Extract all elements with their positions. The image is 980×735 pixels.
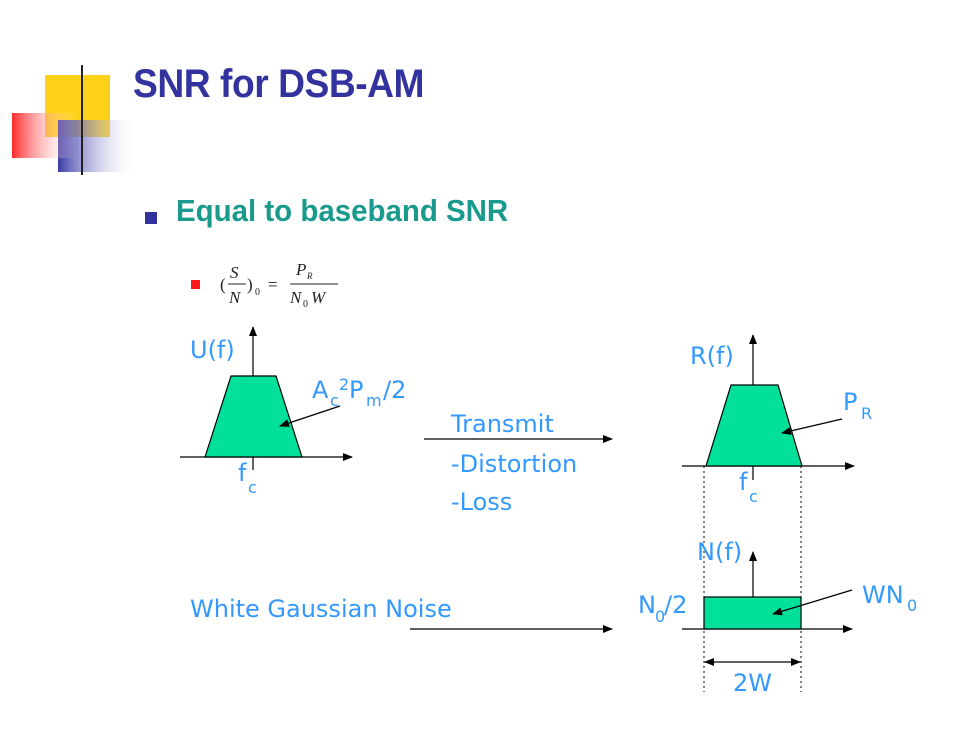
transmit-label: Transmit (450, 410, 554, 438)
bandwidth-label: 2W (733, 669, 772, 697)
n0-sub: 0 (655, 607, 665, 626)
eq-left-num: S (230, 263, 239, 282)
uf-area-c: c (330, 391, 339, 410)
uf-area-pointer (279, 405, 341, 427)
n0-label: N (638, 591, 656, 619)
wn0-sub: 0 (907, 596, 917, 615)
eq-equals: = (268, 275, 278, 294)
eq-right-den: N (289, 288, 303, 307)
n0-tail: /2 (664, 591, 687, 619)
eq-left-sub: 0 (255, 287, 260, 298)
uf-area-m: m (366, 391, 382, 410)
eq-right-num-sub: R (306, 271, 313, 281)
eq-left-den: N (228, 288, 242, 307)
loss-label: -Loss (451, 488, 512, 516)
pr-pointer (781, 418, 843, 435)
uf-fc: f (238, 459, 247, 487)
sub-bullet-marker (191, 280, 200, 289)
page-title: SNR for DSB-AM (133, 62, 425, 106)
uf-label: U(f) (190, 336, 235, 364)
uf-spectrum-shape (204, 375, 303, 458)
uf-area-tail: /2 (383, 376, 406, 404)
bullet-marker (145, 212, 157, 224)
uf-fc-sub: c (248, 478, 257, 497)
rf-spectrum-shape (705, 384, 803, 467)
uf-area-sup: 2 (339, 375, 349, 394)
wn0-label: WN (862, 581, 904, 609)
eq-right-num: P (295, 260, 306, 279)
eq-right-den-sub: 0 (303, 299, 308, 310)
rf-label: R(f) (690, 342, 734, 370)
pr-label: P (843, 388, 857, 416)
bullet-heading: Equal to baseband SNR (176, 193, 509, 228)
pr-sub: R (861, 404, 872, 423)
uf-area-P: P (349, 376, 363, 404)
noise-label: White Gaussian Noise (190, 595, 452, 623)
rf-fc-sub: c (749, 487, 758, 506)
rf-fc: f (739, 468, 748, 496)
nf-label: N(f) (697, 538, 742, 566)
distortion-label: -Distortion (451, 450, 577, 478)
eq-close-paren: ) (247, 275, 253, 294)
eq-right-den-tail: W (311, 288, 327, 307)
uf-area-A: A (312, 376, 329, 404)
eq-open-paren: ( (220, 275, 226, 294)
wn0-pointer (772, 589, 853, 616)
slide-decoration (12, 65, 960, 175)
nf-noise-band (703, 596, 802, 630)
snr-equation: ( S N ) 0 = P R N 0 W (220, 260, 338, 310)
